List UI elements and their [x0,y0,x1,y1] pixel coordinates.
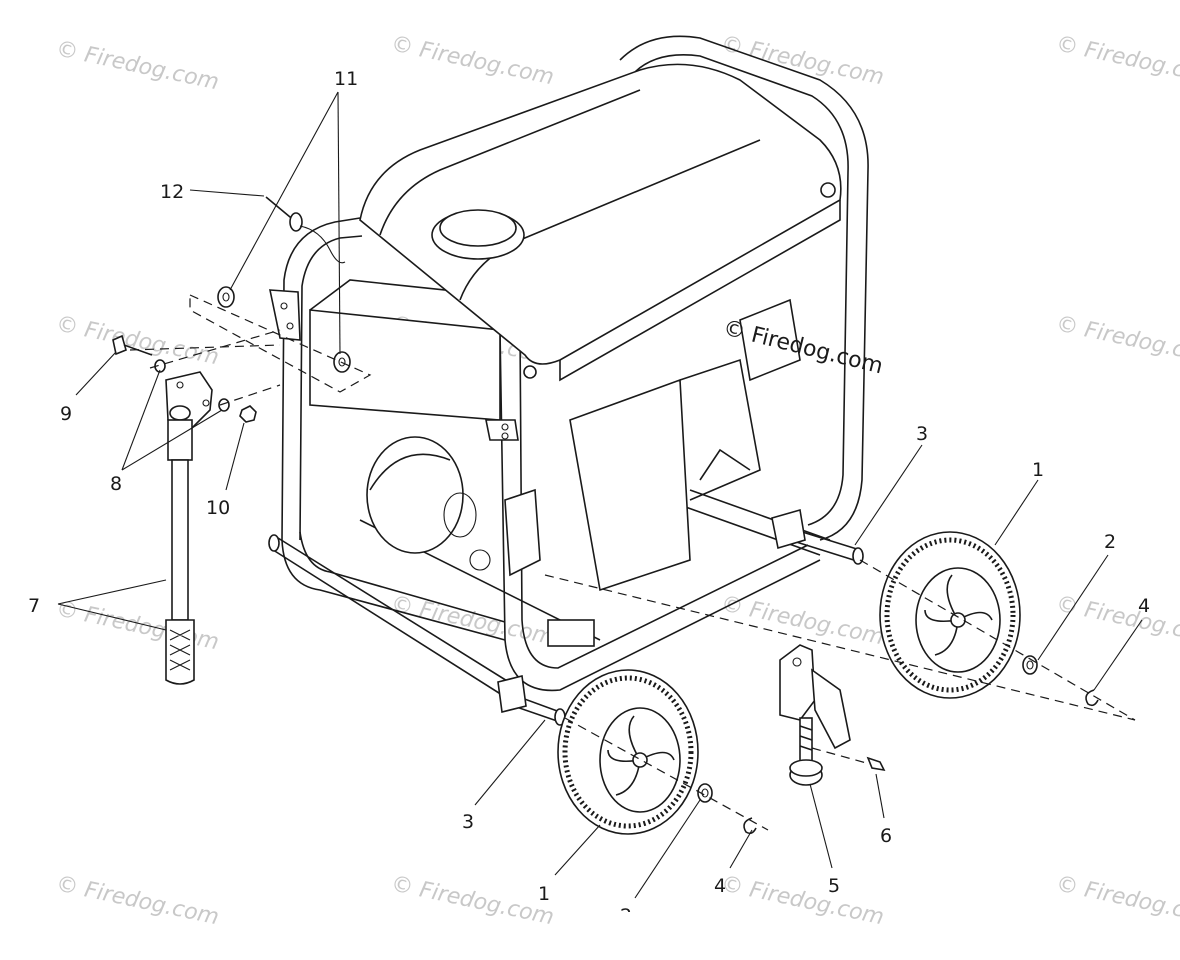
watermark: © Firedog.com [389,871,556,930]
generator-frame [268,35,869,701]
watermark: © Firedog.com [719,31,886,90]
callout-3-left: 3 [462,811,474,833]
watermark: © Firedog.com [54,871,221,930]
watermark: © Firedog.com [54,311,221,370]
leader-lines [57,91,1143,899]
pin-and-washer-hardware [217,196,351,373]
callout-4-left: 4 [714,875,726,897]
callout-9: 9 [60,403,72,425]
watermark: © Firedog.com [719,871,886,930]
callout-8: 8 [110,473,122,495]
callout-12: 12 [160,181,184,203]
callout-10: 10 [206,497,230,519]
callout-1-right: 1 [1032,459,1044,481]
callout-2-right: 2 [1104,531,1116,553]
watermark: © Firedog.com [1054,591,1180,650]
callout-4-right: 4 [1138,595,1150,617]
callout-7: 7 [28,595,40,617]
callout-6: 6 [880,825,892,847]
callout-5: 5 [828,875,840,897]
callout-1-left: 1 [538,883,550,905]
watermark: © Firedog.com [54,36,221,95]
watermark: © Firedog.com [1054,311,1180,370]
watermark: © Firedog.com [54,596,221,655]
support-foot-assembly [779,644,886,786]
callout-11: 11 [334,68,358,90]
assembly-guide-lines [129,294,1136,831]
watermark: © Firedog.com [719,591,886,650]
fuel-tank [359,63,842,382]
watermark: © Firedog.com [389,31,556,90]
watermark: © Firedog.com [1054,31,1180,90]
right-wheel-assembly [771,508,1099,707]
watermark: © Firedog.com [1054,871,1180,930]
callout-3-right: 3 [916,423,928,445]
crop-mask [560,912,700,960]
engine-assembly [366,298,801,647]
watermark: © Firedog.com [389,591,556,650]
left-wheel-assembly [497,669,757,835]
